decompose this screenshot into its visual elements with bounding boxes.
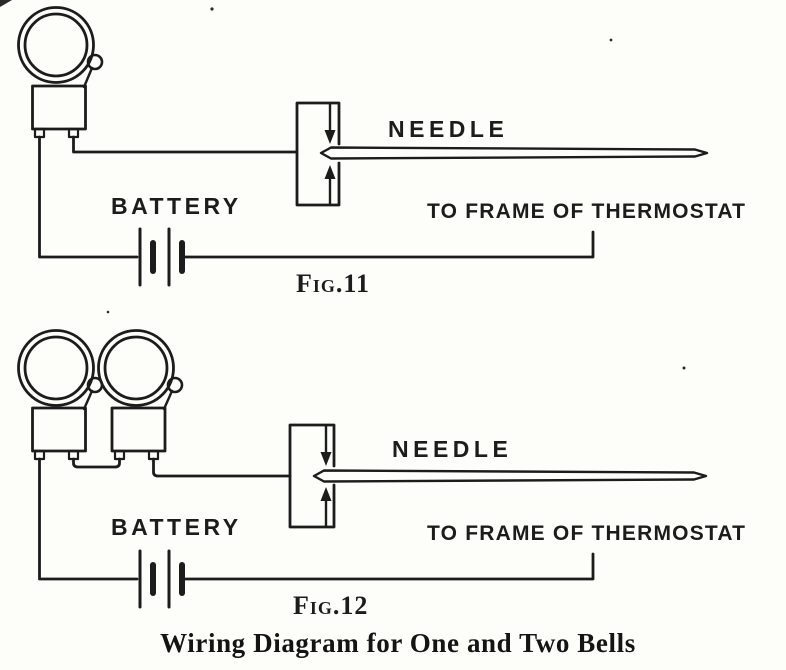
contact-support (295, 101, 341, 207)
figure-12 (17, 329, 708, 609)
scan-speck (609, 38, 613, 42)
bell (17, 6, 104, 139)
battery-label: BATTERY (111, 193, 242, 219)
bell-clapper-arm (82, 66, 94, 89)
scan-corner-mark (0, 0, 12, 7)
bell-gong-outer (17, 329, 95, 407)
arrow-head (324, 130, 336, 144)
contact-support (288, 423, 336, 529)
bell-base-box (31, 406, 87, 453)
bell-gong-outer (17, 6, 95, 84)
bell-clapper-arm (82, 389, 94, 411)
frame-of-thermostat-label: TO FRAME OF THERMOSTAT (427, 522, 746, 545)
battery-symbol (138, 549, 185, 609)
figure-11 (17, 6, 709, 287)
scan-speck (682, 366, 686, 370)
arrow-head (320, 452, 332, 466)
frame-of-thermostat-label: TO FRAME OF THERMOSTAT (427, 200, 746, 223)
figure-number-label: Fig.11 (296, 269, 370, 298)
arrow-head (320, 487, 332, 501)
needle-label: NEEDLE (388, 116, 508, 142)
down-arrow-icon (324, 102, 336, 144)
wire-battery-to-frame (183, 230, 595, 259)
down-arrow-icon (320, 424, 332, 466)
bell-clapper (86, 53, 104, 71)
scan-speck (210, 7, 214, 11)
bell-clapper-arm (162, 389, 174, 411)
battery-symbol (138, 227, 185, 287)
bell-gong-outer (97, 329, 175, 407)
up-arrow-icon (320, 487, 332, 528)
scan-speck (106, 310, 110, 314)
scan-specks (0, 0, 686, 370)
bell-base-box (31, 84, 87, 131)
wire-bell-to-battery (38, 457, 139, 581)
figure-11-labels: NEEDLE TO FRAME OF THERMOSTAT BATTERY Fi… (111, 116, 746, 298)
needle-label: NEEDLE (392, 436, 512, 462)
bell (97, 329, 184, 461)
up-arrow-icon (324, 165, 336, 206)
needle (319, 146, 709, 160)
battery-label: BATTERY (111, 514, 242, 540)
wire-battery-to-frame (183, 552, 595, 581)
wire-bell-link (72, 457, 121, 469)
arrow-head (324, 165, 336, 179)
bell (17, 329, 104, 461)
bell-clapper (166, 376, 184, 394)
wire-bell-to-battery (38, 135, 139, 259)
figure-number-label: Fig.12 (293, 591, 368, 620)
figure-12-labels: NEEDLE TO FRAME OF THERMOSTAT BATTERY Fi… (111, 436, 746, 620)
bell-gong-inner (23, 12, 89, 78)
bell-gong-inner (23, 335, 89, 401)
bell-base-box (110, 406, 167, 453)
wire-bell-to-contact (152, 457, 292, 478)
wire-bell-to-contact (72, 135, 299, 154)
bell-gong-inner (103, 335, 169, 401)
diagram-caption: Wiring Diagram for One and Two Bells (160, 628, 636, 658)
needle (312, 469, 708, 483)
